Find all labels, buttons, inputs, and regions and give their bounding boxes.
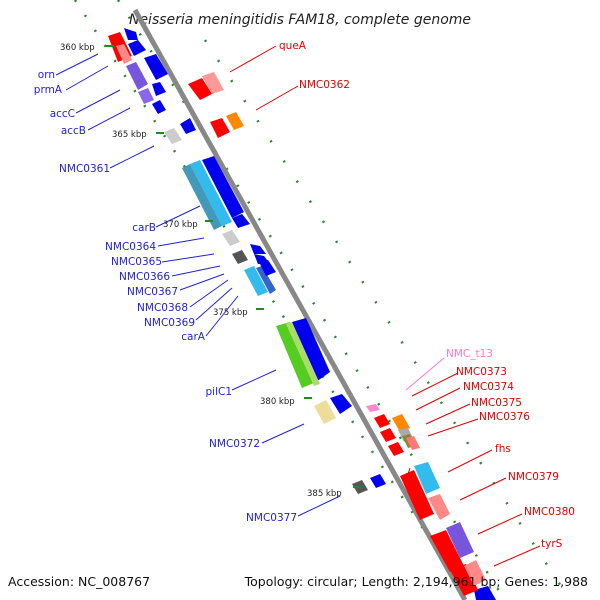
kbp-label-370: 370 kbp (163, 220, 198, 230)
gene-fhs (400, 470, 434, 520)
label-NMC0379: NMC0379 (508, 471, 559, 483)
gene-queA (188, 78, 212, 100)
label-NMC0373: NMC0373 (456, 366, 507, 378)
gene-fhs-cyan (414, 462, 440, 494)
right-label-texts: queA NMC0362 NMC_t13 NMC0373 NMC0374 NMC… (279, 40, 575, 550)
gene-NMC0380 (430, 530, 464, 572)
label-accB: accB (61, 125, 86, 137)
reverse-strand-genes (124, 28, 496, 600)
label-fhs: fhs (495, 443, 511, 455)
topology-text: Topology: circular; Length: 2,194,961 bp… (244, 574, 588, 589)
label-NMC_t13: NMC_t13 (446, 348, 493, 360)
kbp-label-360: 360 kbp (60, 43, 95, 53)
right-labels (229, 45, 541, 567)
gene-NMC0361 (180, 118, 196, 134)
label-prmA: prmA (34, 84, 63, 96)
gene-tyrS-pink (464, 560, 486, 586)
gene-NMC0379 (428, 494, 450, 520)
left-labels (55, 53, 341, 517)
gene-accB (138, 88, 154, 104)
gene-accC (152, 82, 166, 96)
gene-carB-teal (182, 164, 222, 230)
accession-text: Accession: NC_008767 (8, 574, 150, 589)
gene-NMC0366 (232, 250, 248, 264)
label-NMC0375: NMC0375 (471, 397, 522, 409)
gene-NMC0361-grey (164, 128, 182, 144)
gene-NMC0368 (244, 266, 268, 296)
trna-leader (405, 357, 445, 391)
kbp-label-380: 380 kbp (260, 397, 295, 407)
gene-NMC_t13 (366, 404, 380, 412)
gene-NMC0364 (232, 214, 250, 228)
gene-NMC0372-blue (330, 394, 352, 414)
label-NMC0377: NMC0377 (246, 512, 297, 524)
label-NMC0366: NMC0366 (119, 271, 170, 283)
genome-title: Neisseria meningitidis FAM18, complete g… (129, 12, 471, 28)
label-carB: carB (132, 222, 156, 234)
gene-NMC0377-blue (370, 474, 386, 488)
gene-carA (260, 260, 276, 276)
gene-fhs-a (388, 442, 404, 456)
kbp-label-385: 385 kbp (307, 489, 342, 499)
gene-carB-cyan (190, 160, 232, 226)
gene-carB (202, 156, 244, 218)
gene-rev-small (152, 100, 166, 114)
gene-rev-orn (128, 40, 146, 56)
gene-pilC1 (292, 318, 330, 382)
gene-pilC1-green (276, 322, 316, 388)
gene-pilC1-lightgreen (286, 322, 320, 386)
label-NMC0365: NMC0365 (111, 256, 162, 268)
label-NMC0364: NMC0364 (105, 241, 156, 253)
gene-NMC0372 (314, 400, 336, 424)
label-NMC0362: NMC0362 (299, 79, 350, 91)
label-NMC0376: NMC0376 (479, 411, 530, 423)
label-accC: accC (50, 108, 75, 120)
gene-NMC0362-orange (226, 112, 244, 130)
forward-strand-genes (108, 32, 486, 596)
label-orn: orn (38, 69, 55, 81)
gene-NMC0380-purple (446, 522, 474, 558)
label-NMC0374: NMC0374 (463, 381, 514, 393)
kbp-label-365: 365 kbp (112, 130, 147, 140)
scale-ticks: 360 kbp 365 kbp 370 kbp 375 kbp 380 kbp … (60, 43, 361, 499)
gene-bottom-blue (474, 586, 496, 600)
label-NMC0368: NMC0368 (137, 302, 188, 314)
label-carA: carA (181, 331, 206, 343)
gene-NMC0362 (210, 118, 230, 138)
gene-NMC0367-a (250, 244, 266, 254)
gene-NMC0373 (374, 414, 390, 428)
gene-NMC0369 (256, 266, 276, 294)
gene-rev-1 (124, 28, 138, 40)
gene-queA-pink (202, 72, 224, 94)
label-queA: queA (279, 40, 307, 52)
gene-tyrS (450, 564, 478, 596)
label-NMC0372: NMC0372 (209, 438, 260, 450)
label-NMC0380: NMC0380 (524, 506, 575, 518)
kbp-label-375: 375 kbp (213, 308, 248, 318)
label-NMC0367: NMC0367 (127, 286, 178, 298)
label-NMC0361: NMC0361 (59, 163, 110, 175)
gene-left-pink (116, 44, 132, 64)
left-label-texts: orn prmA accC accB NMC0361 carB NMC0364 … (34, 69, 297, 524)
gene-NMC0374 (380, 428, 396, 442)
label-NMC0369: NMC0369 (144, 317, 195, 329)
genome-backbone (132, 8, 468, 600)
gc-track-outer-left (73, 0, 472, 600)
gene-prmA-purple (126, 62, 148, 90)
gene-NMC0375 (392, 414, 410, 432)
label-pilC1: pilC1 (205, 386, 232, 398)
gene-rev-prmA (144, 54, 168, 80)
label-tyrS: tyrS (541, 538, 563, 550)
gene-NMC0376 (406, 436, 420, 450)
gene-NMC0365 (222, 230, 240, 246)
